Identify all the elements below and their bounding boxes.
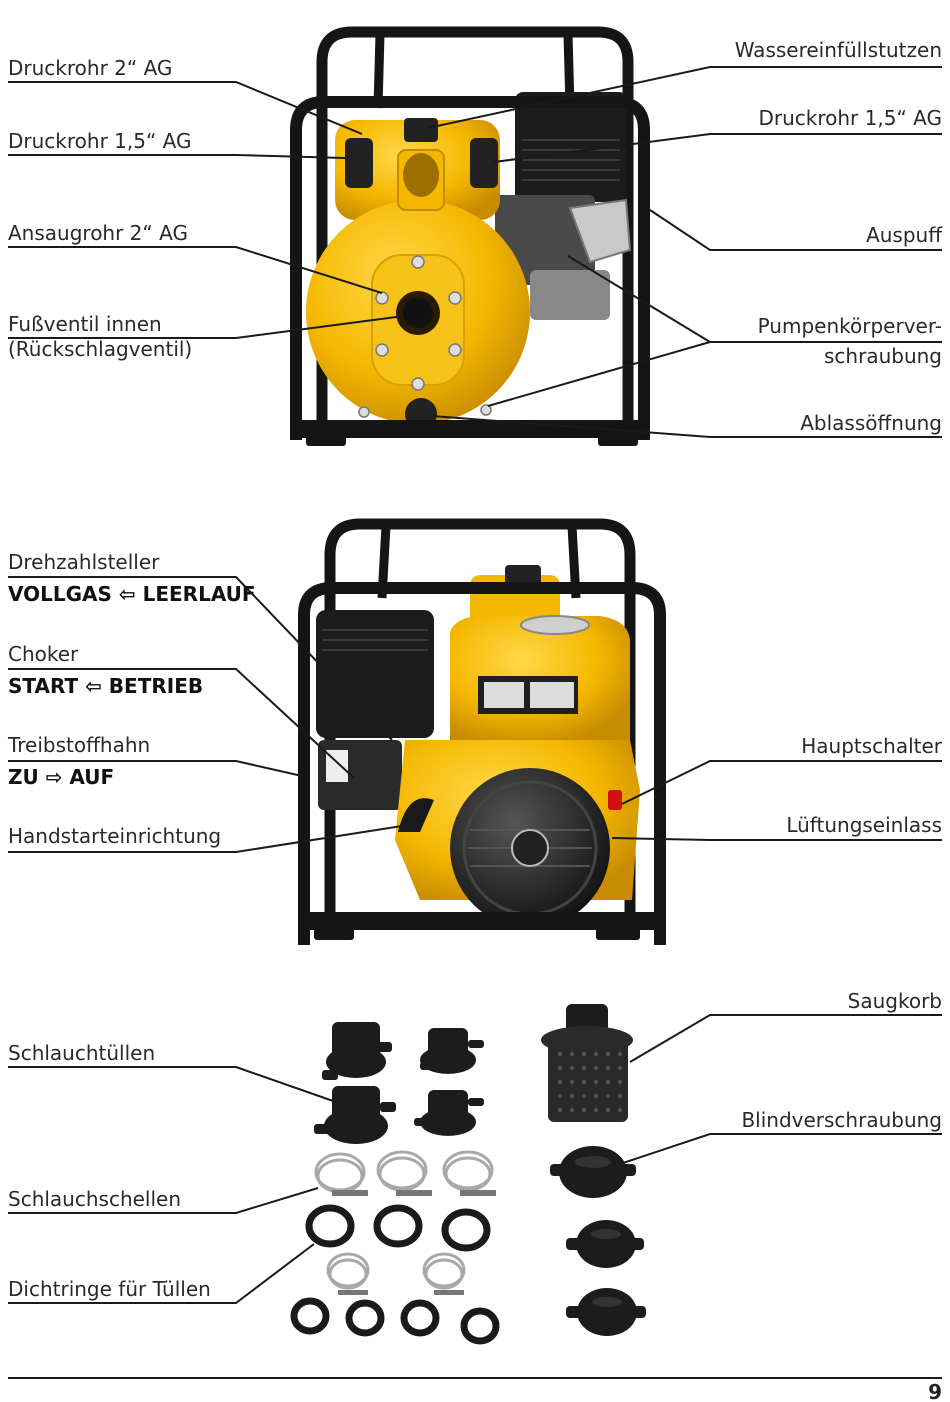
label-fussventil-note: (Rückschlagventil) (8, 337, 193, 361)
label-ablassoeffnung: Ablassöffnung (800, 411, 942, 435)
label-blindverschraubung: Blindverschraubung (741, 1108, 942, 1132)
blind-caps-image (550, 1146, 646, 1336)
label-ansaugrohr: Ansaugrohr 2“ AG (8, 221, 188, 245)
label-drehzahlsteller-mode: VOLLGAS ⇦ LEERLAUF (8, 582, 256, 606)
pump-front-image (290, 26, 650, 446)
accessories-image (290, 1004, 646, 1345)
leader-lines (8, 66, 942, 1379)
hose-clamps-image (314, 1150, 494, 1290)
strainer-image (541, 1004, 633, 1122)
label-druckrohr-2: Druckrohr 2“ AG (8, 56, 173, 80)
label-druckrohr-15-left: Druckrohr 1,5“ AG (8, 129, 192, 153)
label-dichtringe: Dichtringe für Tüllen (8, 1277, 211, 1301)
label-hauptschalter: Hauptschalter (801, 734, 942, 758)
label-handstarteinrichtung: Handstarteinrichtung (8, 824, 222, 848)
label-schlauchschellen: Schlauchschellen (8, 1187, 182, 1211)
label-wassereinfuellstutzen: Wassereinfüllstutzen (734, 38, 942, 62)
label-choker-mode: START ⇦ BETRIEB (8, 674, 204, 698)
label-pumpenkoerper: Pumpenkörperver- (757, 314, 942, 338)
label-drehzahlsteller: Drehzahlsteller (8, 550, 160, 574)
label-treibstoffhahn-mode: ZU ⇨ AUF (8, 765, 115, 789)
label-choker: Choker (8, 642, 79, 666)
hose-tails-image (314, 1022, 484, 1144)
label-treibstoffhahn: Treibstoffhahn (8, 733, 151, 757)
label-schlauchtuellen: Schlauchtüllen (8, 1041, 156, 1065)
label-auspuff: Auspuff (866, 223, 942, 247)
sealing-rings-image (290, 1204, 500, 1345)
label-druckrohr-15-right: Druckrohr 1,5“ AG (758, 106, 942, 130)
label-lueftungseinlass: Lüftungseinlass (786, 813, 942, 837)
label-fussventil: Fußventil innen (8, 312, 162, 336)
pump-engine-image (298, 518, 666, 945)
label-saugkorb: Saugkorb (847, 989, 942, 1013)
page-number: 9 (928, 1380, 942, 1402)
label-pumpenkoerper-cont: schraubung (824, 344, 942, 368)
